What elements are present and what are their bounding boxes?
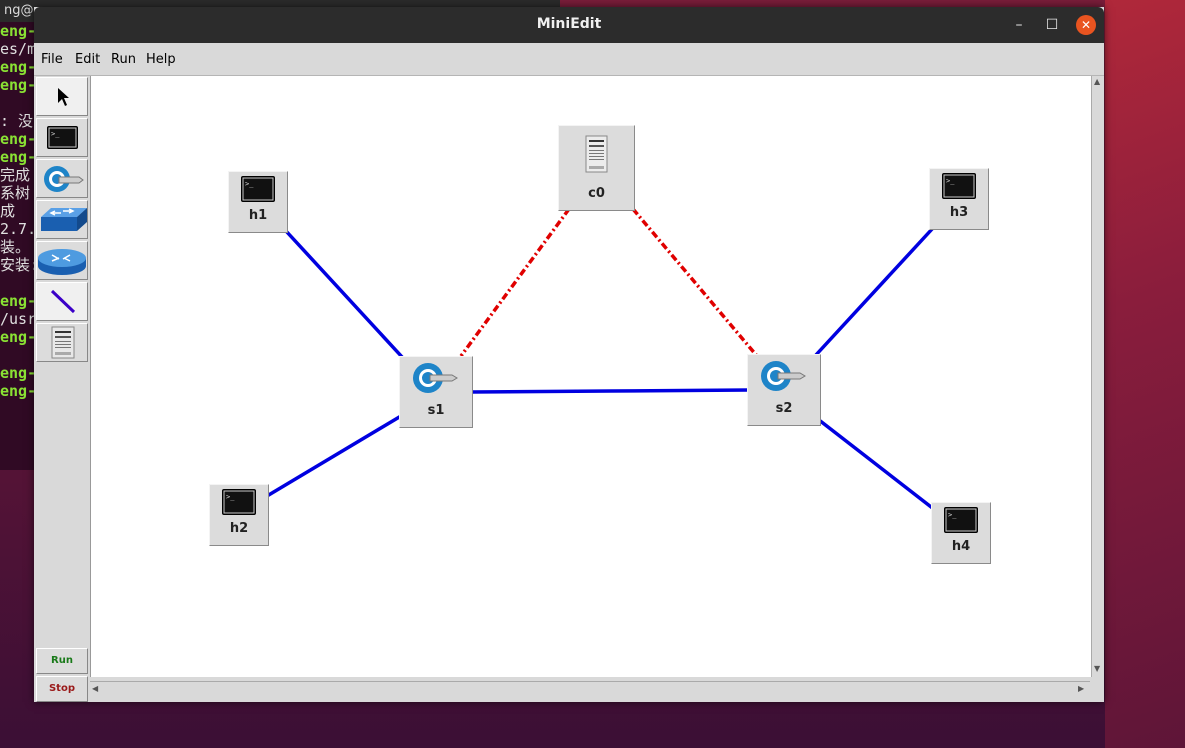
window-title: MiniEdit	[536, 16, 602, 32]
terminal-icon: >_	[944, 507, 978, 533]
terminal-line: eng-	[0, 130, 37, 148]
window-titlebar: MiniEdit – ☐ ✕	[34, 7, 1104, 43]
maximize-button[interactable]: ☐	[1045, 17, 1059, 33]
svg-text:>_: >_	[948, 511, 957, 519]
router-icon	[38, 249, 86, 275]
node-label: s2	[775, 401, 793, 416]
terminal-line: eng-	[0, 58, 37, 76]
terminal-line: es/m	[0, 40, 37, 58]
controller-tool-button[interactable]	[36, 323, 88, 362]
terminal-line: 系树	[0, 184, 31, 202]
controller-node-c0[interactable]: c0	[558, 125, 635, 211]
link-line-icon	[50, 289, 76, 314]
node-label: h2	[229, 521, 249, 536]
openflow-switch-icon	[44, 166, 84, 192]
node-label: h4	[951, 539, 971, 554]
select-tool-button[interactable]	[36, 77, 88, 116]
legacy-switch-icon	[41, 208, 87, 231]
scroll-up-arrow-icon[interactable]: ▲	[1094, 77, 1101, 86]
server-icon	[585, 135, 608, 173]
terminal-line: 成	[0, 202, 16, 220]
terminal-line: eng-	[0, 76, 37, 94]
terminal-line: 装。	[0, 238, 31, 256]
switch-node-s1[interactable]: s1	[399, 356, 473, 428]
menu-help[interactable]: Help	[146, 52, 176, 67]
minimize-button[interactable]: –	[1015, 17, 1023, 33]
openflow-switch-icon	[761, 361, 806, 391]
terminal-line: eng-	[0, 364, 37, 382]
node-label: h3	[949, 205, 969, 220]
link-h1-s1[interactable]	[284, 229, 405, 360]
terminal-icon: >_	[241, 176, 275, 202]
menu-run[interactable]: Run	[111, 52, 136, 67]
links-layer	[266, 207, 937, 512]
link-h3-s2[interactable]	[813, 226, 935, 358]
topology-canvas[interactable]: >_ h1 >_ h2 >_ h3 >_ h4 s1 s2 c0	[90, 76, 1091, 677]
host-node-h4[interactable]: >_ h4	[931, 502, 991, 564]
host-node-h1[interactable]: >_ h1	[228, 171, 288, 233]
vertical-scrollbar[interactable]: ▲ ▼	[1091, 76, 1104, 677]
terminal-icon: >_	[942, 173, 976, 199]
scroll-right-arrow-icon[interactable]: ▶	[1078, 684, 1085, 693]
openflow-switch-icon	[413, 363, 458, 393]
terminal-line: eng-	[0, 292, 37, 310]
svg-text:>_: >_	[245, 180, 254, 188]
switch-node-s2[interactable]: s2	[747, 354, 821, 426]
legacy-switch-tool-button[interactable]	[36, 200, 88, 239]
link-h4-s2[interactable]	[817, 418, 937, 512]
terminal-line: eng-	[0, 22, 37, 40]
svg-text:>_: >_	[946, 177, 955, 185]
terminal-icon: >_	[222, 489, 256, 515]
terminal-line: eng-	[0, 148, 37, 166]
terminal-line: /usr	[0, 310, 37, 328]
server-icon	[51, 326, 75, 359]
link-c0-s1[interactable]	[459, 207, 571, 358]
node-label: c0	[588, 186, 605, 201]
terminal-icon: >_	[47, 126, 78, 149]
tool-palette: >_	[34, 76, 90, 702]
link-tool-button[interactable]	[36, 282, 88, 321]
node-label: s1	[427, 403, 445, 418]
terminal-line: : 没	[0, 112, 34, 130]
terminal-line: eng-	[0, 328, 37, 346]
host-node-h2[interactable]: >_ h2	[209, 484, 269, 546]
scroll-down-arrow-icon[interactable]: ▼	[1094, 664, 1101, 673]
horizontal-scrollbar[interactable]: ◀ ▶	[90, 681, 1090, 696]
stop-button[interactable]: Stop	[36, 676, 88, 702]
menu-edit[interactable]: Edit	[75, 52, 101, 67]
legacy-router-tool-button[interactable]	[36, 241, 88, 280]
terminal-line: 完成	[0, 166, 31, 184]
miniedit-window: MiniEdit – ☐ ✕ File Edit Run Help >_	[34, 7, 1104, 702]
close-button[interactable]: ✕	[1076, 15, 1096, 35]
terminal-line: 安装:	[0, 256, 40, 274]
link-s1-s2[interactable]	[470, 388, 750, 394]
node-label: h1	[248, 208, 268, 223]
terminal-line: eng-	[0, 382, 37, 400]
terminal-line: 2.7.	[0, 220, 37, 238]
scroll-left-arrow-icon[interactable]: ◀	[92, 684, 99, 693]
cursor-arrow-icon	[58, 88, 69, 106]
link-h2-s1[interactable]	[266, 414, 402, 498]
link-c0-s2[interactable]	[631, 207, 759, 358]
host-tool-button[interactable]: >_	[36, 118, 88, 157]
menu-file[interactable]: File	[41, 52, 63, 67]
host-node-h3[interactable]: >_ h3	[929, 168, 989, 230]
svg-text:>_: >_	[226, 493, 235, 501]
svg-text:>_: >_	[51, 130, 60, 138]
menu-bar: File Edit Run Help	[34, 43, 1104, 76]
switch-tool-button[interactable]	[36, 159, 88, 198]
run-button[interactable]: Run	[36, 648, 88, 674]
desktop-wallpaper	[1105, 0, 1185, 748]
